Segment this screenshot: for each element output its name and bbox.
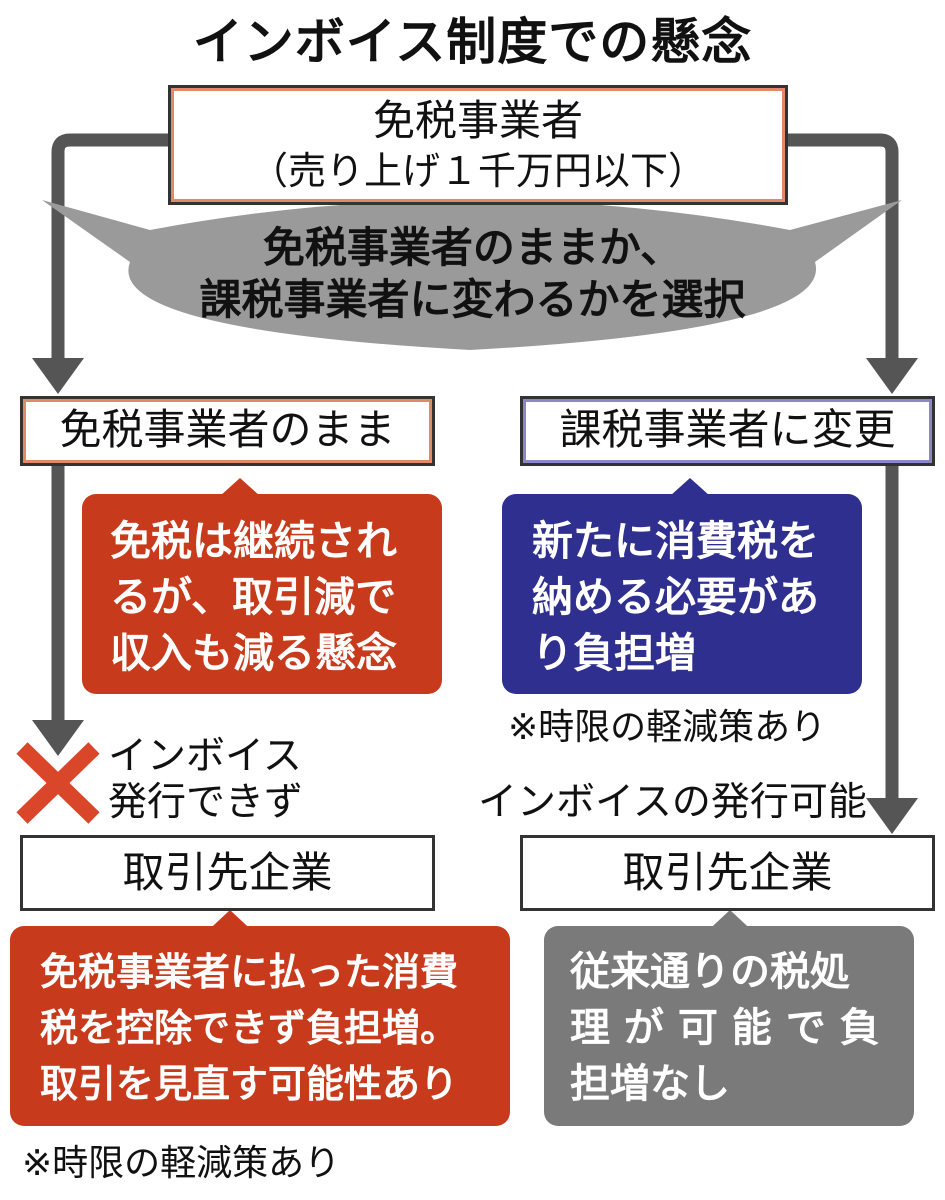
- blue-consequence-bg: [502, 494, 862, 694]
- consequence-line: 新たに消費税を: [532, 517, 819, 565]
- choice-bubble-text: 免税事業者のままか、 課税事業者に変わるかを選択: [150, 222, 795, 326]
- gray-partner-effect-bg: [544, 926, 914, 1126]
- effect-line: 従来通りの税処: [570, 949, 850, 995]
- consequence-line: るが、取引減で: [110, 573, 397, 621]
- left-relief-note: ※時限の軽減策あり: [22, 1143, 341, 1184]
- effect-line: 担増なし: [570, 1061, 730, 1107]
- right-arrowhead-top: [866, 358, 918, 394]
- top-box-line2: （売り上げ１千万円以下）: [249, 149, 706, 193]
- arrow-heads: [32, 358, 918, 834]
- page-title: インボイス制度での懸念: [192, 13, 753, 71]
- right-relief-note: ※時限の軽減策あり: [508, 707, 827, 748]
- partner-company-right: 取引先企業: [520, 835, 935, 911]
- left-arrowhead-bottom: [32, 720, 84, 756]
- partner-effect-left: 免税事業者に払った消費 税を控除できず負担増。 取引を見直す可能性あり: [22, 938, 510, 1124]
- red-consequence-bg: [82, 494, 442, 694]
- choice-line1: 免税事業者のままか、: [262, 223, 683, 272]
- become-taxable-option: 課税事業者に変更: [520, 396, 935, 466]
- consequence-line: 収入も減る懸念: [110, 629, 397, 677]
- invoice-issuable: インボイスの発行可能: [478, 780, 867, 825]
- consequence-line: 免税は継続され: [110, 517, 397, 565]
- invoice-status-line2: 発行できず: [108, 780, 304, 825]
- top-box-line1: 免税事業者: [372, 96, 583, 145]
- choice-bubble: [42, 200, 902, 350]
- tax-exempt-business-box: 免税事業者 （売り上げ１千万円以下）: [168, 85, 788, 205]
- consequence-line: り負担増: [532, 629, 696, 677]
- invoice-status-line1: インボイス: [108, 734, 302, 779]
- left-arrow-top: [51, 133, 168, 370]
- become-taxable-consequence: 新たに消費税を 納める必要があ り負担増: [512, 505, 852, 685]
- cross-icon: [16, 742, 100, 824]
- stay-exempt-option: 免税事業者のまま: [20, 396, 435, 466]
- effect-line: 免税事業者に払った消費: [40, 950, 459, 994]
- effect-line: 取引を見直す可能性あり: [40, 1062, 459, 1106]
- right-arrow-top: [788, 133, 899, 370]
- effect-line: 税を控除できず負担増。: [40, 1006, 459, 1050]
- effect-line: 理 が 可 能 で 負: [570, 1005, 880, 1051]
- arrows: [51, 133, 899, 810]
- left-arrowhead-top: [32, 358, 84, 394]
- partner-effect-right: 従来通りの税処 理 が 可 能 で 負 担増なし: [548, 938, 908, 1124]
- red-partner-effect-bg: [10, 926, 510, 1126]
- stay-exempt-consequence: 免税は継続され るが、取引減で 収入も減る懸念: [94, 505, 430, 685]
- consequence-line: 納める必要があ: [532, 573, 819, 621]
- right-arrowhead-bottom: [866, 798, 918, 834]
- invoice-not-issuable: インボイス 発行できず: [108, 734, 303, 826]
- choice-line2: 課税事業者に変わるかを選択: [199, 275, 746, 324]
- partner-company-left: 取引先企業: [20, 835, 435, 911]
